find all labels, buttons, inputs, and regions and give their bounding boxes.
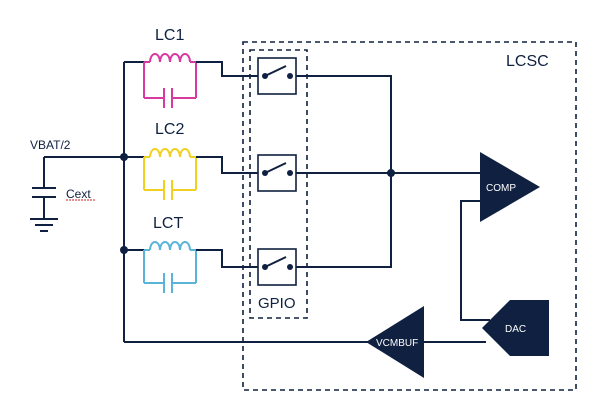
gpio-switch-3 <box>257 248 297 286</box>
lc2-label: LC2 <box>155 121 184 138</box>
comp-label: COMP <box>486 183 516 194</box>
junction-node <box>120 153 128 161</box>
lc2-wire <box>196 156 258 174</box>
vcmbuf-amplifier <box>366 306 424 378</box>
lc1-wire <box>196 61 258 77</box>
cext-label: Cext <box>66 187 91 201</box>
lc1-tank <box>143 53 197 108</box>
dac-label: DAC <box>505 324 526 335</box>
gpio-boundary <box>249 49 308 319</box>
gpio-switch-1 <box>257 57 297 95</box>
lcsc-boundary <box>242 41 577 391</box>
switch-output-bus <box>296 75 392 268</box>
vbat-label: VBAT/2 <box>30 138 71 152</box>
gpio-label: GPIO <box>258 295 296 312</box>
lct-tank <box>143 241 197 293</box>
cext-capacitor <box>32 157 56 218</box>
gpio-switch-2 <box>257 154 297 192</box>
vcmbuf-label: VCMBUF <box>376 338 418 349</box>
lc2-tank <box>143 148 197 200</box>
junction-node <box>120 246 128 254</box>
lct-label: LCT <box>153 215 183 232</box>
dac-block <box>482 300 549 356</box>
ground-icon <box>30 218 58 232</box>
comp-amplifier <box>480 152 540 222</box>
lcsc-label: LCSC <box>506 53 549 70</box>
lct-wire <box>196 249 258 268</box>
dac-comp-wire <box>460 200 490 321</box>
lc1-label: LC1 <box>155 27 184 44</box>
junction-node <box>387 169 395 177</box>
